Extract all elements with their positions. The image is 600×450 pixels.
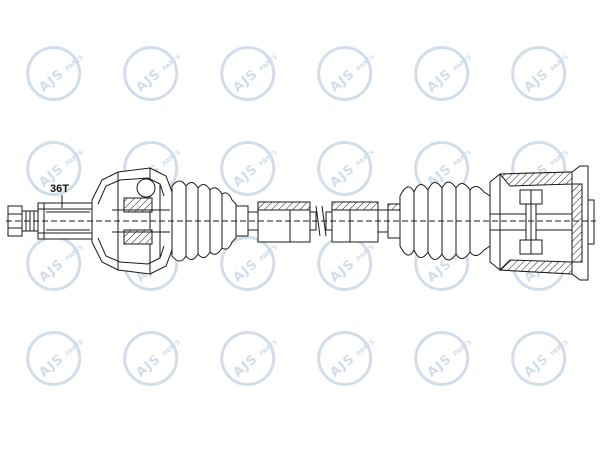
watermark-brand: AJS xyxy=(424,256,455,285)
watermark-brand: AJS xyxy=(327,256,358,285)
watermark-ring-icon xyxy=(26,330,82,386)
drive-shaft: 36T xyxy=(6,165,596,281)
watermark-brand: AJS xyxy=(133,66,164,95)
shaft-right-segment xyxy=(325,201,401,243)
watermark-brand: AJS xyxy=(327,161,358,190)
watermark-ring-icon xyxy=(123,330,179,386)
watermark-ring-icon xyxy=(511,330,567,386)
watermark-brand: AJS xyxy=(327,66,358,95)
watermark-ring-icon xyxy=(317,235,373,291)
inner-tripod-joint xyxy=(489,165,595,281)
watermark-ring-icon xyxy=(317,45,373,101)
watermark-ring-icon xyxy=(26,235,82,291)
watermark-ring-icon xyxy=(220,45,276,101)
watermark-ring-icon xyxy=(511,45,567,101)
shaft-left-segment xyxy=(247,201,317,243)
watermark-brand: AJS xyxy=(521,66,552,95)
watermark-brand: AJS xyxy=(36,351,67,380)
watermark-ring-icon xyxy=(26,140,82,196)
watermark-ring-icon xyxy=(220,140,276,196)
watermark-brand: AJS xyxy=(424,351,455,380)
watermark-ring-icon xyxy=(317,140,373,196)
spline-count-text: 36T xyxy=(50,183,69,195)
watermark-brand: AJS xyxy=(36,66,67,95)
watermark-brand: AJS xyxy=(230,256,261,285)
watermark-brand: AJS xyxy=(36,256,67,285)
watermark-brand: AJS xyxy=(230,161,261,190)
watermark-brand: AJS xyxy=(133,351,164,380)
watermark-ring-icon xyxy=(317,330,373,386)
watermark-ring-icon xyxy=(123,45,179,101)
watermark-brand: AJS xyxy=(521,351,552,380)
watermark-brand: AJS xyxy=(424,66,455,95)
watermark-brand: AJS xyxy=(327,351,358,380)
watermark-ring-icon xyxy=(414,330,470,386)
spline-count-label: 36T xyxy=(50,183,69,208)
watermark-brand: AJS xyxy=(230,66,261,95)
watermark-brand: AJS xyxy=(230,351,261,380)
watermark-ring-icon xyxy=(220,330,276,386)
watermark-ring-icon xyxy=(414,45,470,101)
watermark-ring-icon xyxy=(26,45,82,101)
